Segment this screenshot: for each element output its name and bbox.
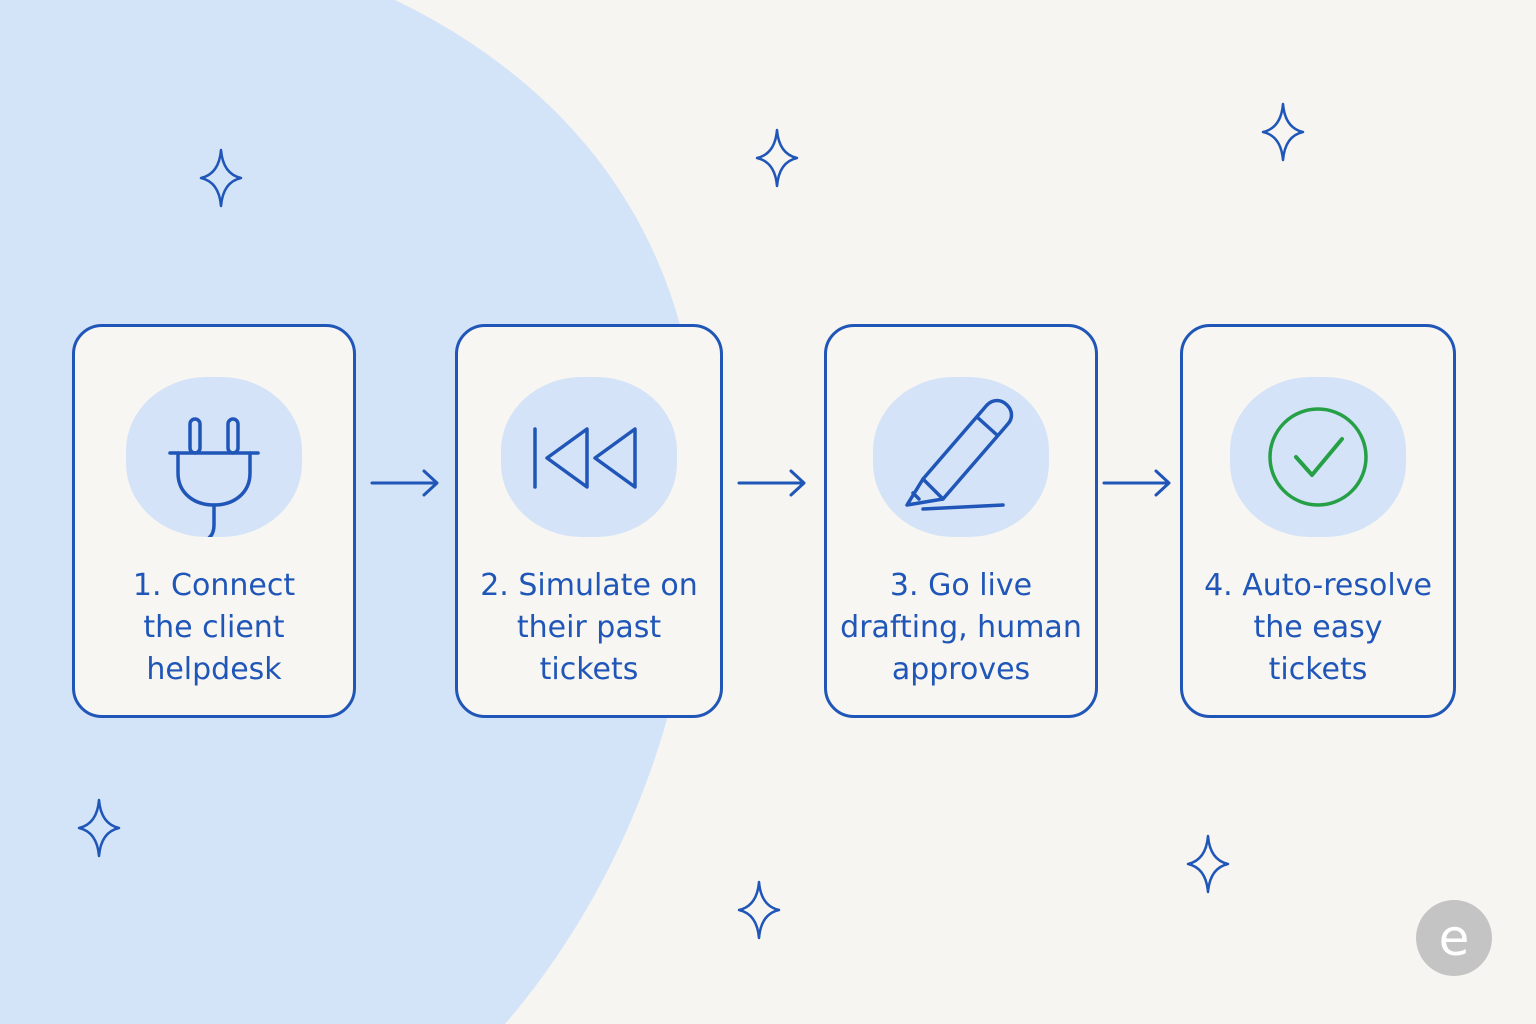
- sparkle-icon: [199, 148, 243, 208]
- sparkle-icon: [77, 798, 121, 858]
- sparkle-icon: [737, 880, 781, 940]
- step-card-connect: 1. Connect the client helpdesk: [72, 324, 356, 718]
- step-card-simulate: 2. Simulate on their past tickets: [455, 324, 723, 718]
- arrow-right-icon: [1102, 469, 1171, 497]
- pencil-icon: [873, 377, 1049, 537]
- brand-logo-icon: e: [1416, 900, 1492, 976]
- logo-glyph: e: [1439, 909, 1470, 967]
- step-label: 1. Connect the client helpdesk: [132, 568, 296, 687]
- sparkle-icon: [1186, 834, 1230, 894]
- arrow-right-icon: [737, 469, 806, 497]
- step-label: 2. Simulate on their past tickets: [480, 568, 698, 687]
- plug-icon: [126, 377, 302, 537]
- step-card-go-live: 3. Go live drafting, human approves: [824, 324, 1098, 718]
- sparkle-icon: [1261, 102, 1305, 162]
- arrow-right-icon: [370, 469, 439, 497]
- sparkle-icon: [755, 128, 799, 188]
- step-label: 3. Go live drafting, human approves: [840, 568, 1082, 687]
- step-label: 4. Auto-resolve the easy tickets: [1204, 568, 1432, 687]
- step-card-auto-resolve: 4. Auto-resolve the easy tickets: [1180, 324, 1456, 718]
- rewind-icon: [501, 377, 677, 537]
- checkmark-circle-icon: [1230, 377, 1406, 537]
